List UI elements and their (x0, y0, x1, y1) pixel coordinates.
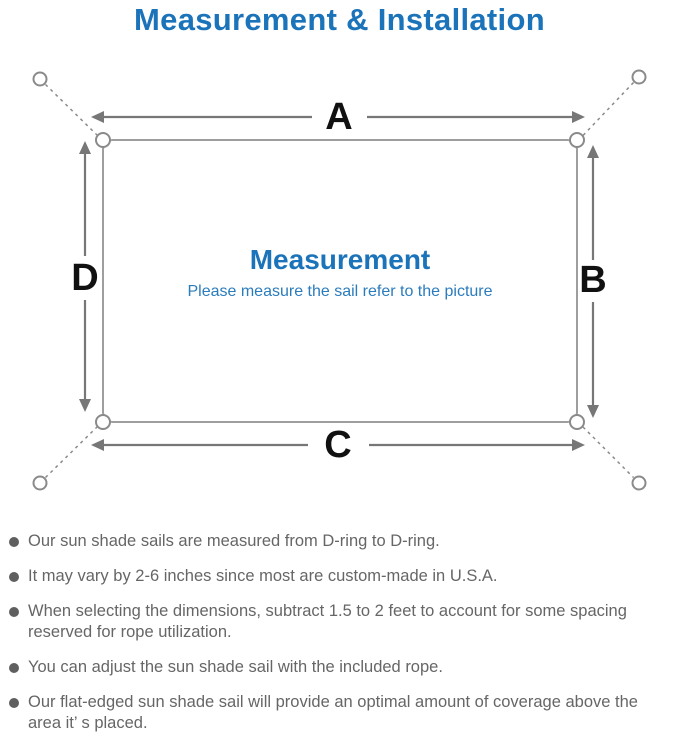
arrowhead-up-icon (79, 141, 91, 154)
anchor-ring-icon-bottom-left (32, 475, 48, 491)
arrowhead-up-icon (587, 145, 599, 158)
sail-diagram-graphic (32, 69, 647, 491)
note-item: When selecting the dimensions, subtract … (9, 601, 675, 643)
arrowhead-right-icon (572, 439, 585, 451)
note-item: Our sun shade sails are measured from D-… (9, 531, 675, 552)
diagram-subheading: Please measure the sail refer to the pic… (187, 283, 493, 300)
anchor-ring-icon-bottom-right (631, 475, 647, 491)
rope-line-bottom-left (44, 426, 98, 479)
page-title: Measurement & Installation (134, 2, 545, 37)
arrowhead-down-icon (79, 399, 91, 412)
anchor-ring-icon-top-left (32, 71, 48, 87)
diagram-heading: Measurement (249, 244, 431, 275)
dimension-label-d: D (71, 257, 99, 299)
note-item: Our flat-edged sun shade sail will provi… (9, 692, 675, 734)
rope-line-top-right (582, 81, 635, 137)
arrowhead-right-icon (572, 111, 585, 123)
dimension-label-a: A (325, 96, 353, 138)
note-item: You can adjust the sun shade sail with t… (9, 657, 675, 678)
anchor-ring-icon-top-right (631, 69, 647, 85)
d-ring-icon-top-right (569, 132, 585, 148)
d-ring-icon-top-left (95, 132, 111, 148)
d-rings (95, 132, 585, 430)
rope-line-top-left (44, 83, 98, 136)
note-item: It may vary by 2-6 inches since most are… (9, 566, 675, 587)
arrowhead-down-icon (587, 405, 599, 418)
diagram-center-text: Measurement Please measure the sail refe… (103, 244, 577, 301)
rope-dashed-lines (44, 81, 635, 479)
rope-line-bottom-right (582, 426, 635, 479)
dimension-label-c: C (324, 424, 352, 466)
measurement-diagram: A B C D Measurement Please measure the s… (32, 69, 647, 491)
d-ring-icon-bottom-left (95, 414, 111, 430)
dimension-label-b: B (579, 259, 607, 301)
arrowhead-left-icon (91, 111, 104, 123)
arrowhead-left-icon (91, 439, 104, 451)
anchor-rings (32, 69, 647, 491)
dimension-arrows (79, 111, 599, 451)
d-ring-icon-bottom-right (569, 414, 585, 430)
notes-list: Our sun shade sails are measured from D-… (9, 531, 675, 739)
sail-outline (102, 139, 578, 423)
